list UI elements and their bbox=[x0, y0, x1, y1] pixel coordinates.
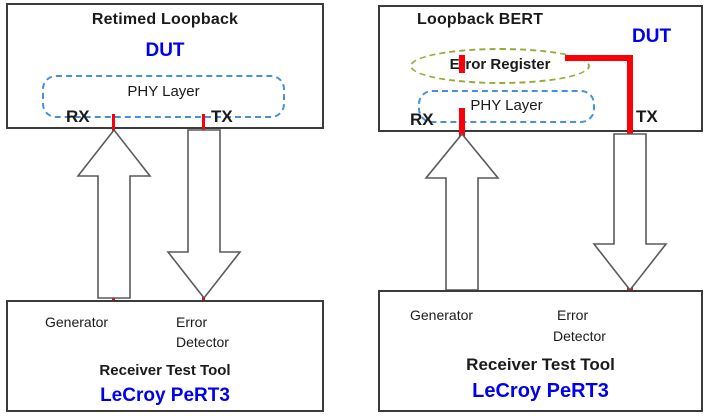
tx-downlink-arrow bbox=[166, 129, 242, 300]
tx-port-label: TX bbox=[636, 107, 658, 126]
rx-port-label: RX bbox=[410, 110, 434, 129]
loopback-horizontal-trace bbox=[565, 55, 633, 61]
rx-uplink-arrow bbox=[76, 128, 152, 299]
tx-port-label: TX bbox=[211, 107, 233, 126]
error-detector-label-line1: Error bbox=[557, 307, 589, 323]
tool-name-label: Receiver Test Tool bbox=[466, 355, 615, 374]
phy-layer-box bbox=[42, 75, 285, 118]
brand-label: LeCroy PeRT3 bbox=[100, 385, 230, 406]
error-register-ellipse bbox=[410, 48, 590, 84]
error-detector-label-line2: Detector bbox=[553, 328, 606, 344]
error-register-feed-trace bbox=[459, 55, 465, 73]
panel-title: Loopback BERT bbox=[417, 11, 544, 28]
tx-downlink-arrow bbox=[592, 133, 668, 292]
rx-uplink-arrow bbox=[424, 132, 500, 291]
panel-retimed-loopback: Retimed Loopback DUT PHY Layer RX TX Gen… bbox=[6, 3, 324, 412]
phy-layer-label: PHY Layer bbox=[127, 83, 200, 100]
rx-port-label: RX bbox=[66, 107, 90, 126]
panel-title: Retimed Loopback bbox=[91, 11, 239, 28]
generator-label: Generator bbox=[45, 314, 109, 330]
receiver-test-tool-box bbox=[6, 300, 324, 412]
phy-layer-label: PHY Layer bbox=[470, 97, 543, 114]
receiver-test-tool-box bbox=[378, 290, 703, 412]
error-detector-label-line2: Detector bbox=[176, 334, 229, 350]
panel-loopback-bert: Loopback BERT DUT Error Register PHY Lay… bbox=[360, 0, 712, 418]
dut-label: DUT bbox=[145, 40, 185, 61]
error-register-stub-trace bbox=[459, 108, 465, 126]
dut-label: DUT bbox=[632, 26, 672, 47]
tool-name-label: Receiver Test Tool bbox=[99, 362, 231, 379]
dut-box bbox=[6, 3, 324, 129]
error-register-label: Error Register bbox=[449, 56, 551, 73]
brand-label: LeCroy PeRT3 bbox=[472, 380, 609, 402]
generator-label: Generator bbox=[410, 307, 474, 323]
phy-layer-box bbox=[418, 90, 595, 123]
error-detector-label-line1: Error bbox=[176, 314, 208, 330]
